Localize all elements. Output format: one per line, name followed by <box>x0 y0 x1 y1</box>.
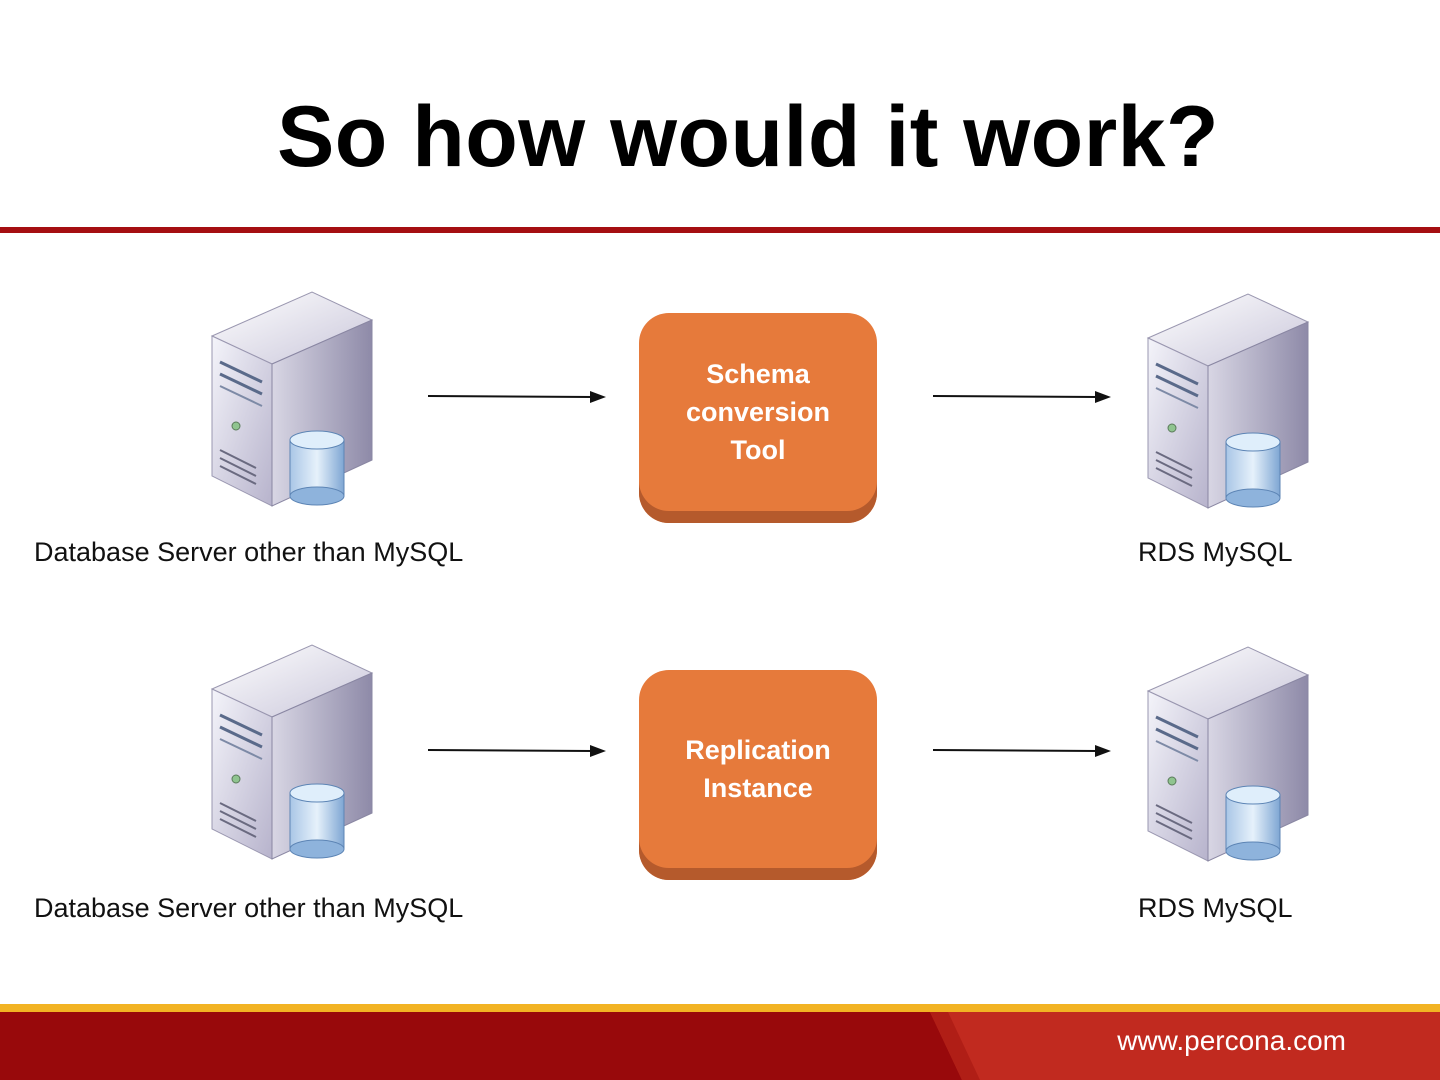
arrow-right-icon <box>428 388 618 404</box>
target-label: RDS MySQL <box>1138 537 1293 568</box>
footer-divider <box>0 1004 1440 1012</box>
arrow-right-icon <box>933 388 1123 404</box>
title-divider <box>0 227 1440 233</box>
rds-mysql-server-icon <box>1140 645 1320 865</box>
target-label: RDS MySQL <box>1138 893 1293 924</box>
arrow-right-icon <box>428 742 618 758</box>
step-label: Replication Instance <box>685 731 831 819</box>
source-label: Database Server other than MySQL <box>34 537 463 568</box>
slide-title: So how would it work? <box>0 88 1440 187</box>
replication-instance-box: Replication Instance <box>639 670 877 880</box>
arrow-right-icon <box>933 742 1123 758</box>
footer-url[interactable]: www.percona.com <box>1117 1025 1346 1057</box>
database-server-icon <box>204 643 384 863</box>
rds-mysql-server-icon <box>1140 292 1320 512</box>
schema-conversion-tool-box: Schema conversion Tool <box>639 313 877 523</box>
step-label: Schema conversion Tool <box>686 355 830 481</box>
database-server-icon <box>204 290 384 510</box>
source-label: Database Server other than MySQL <box>34 893 463 924</box>
